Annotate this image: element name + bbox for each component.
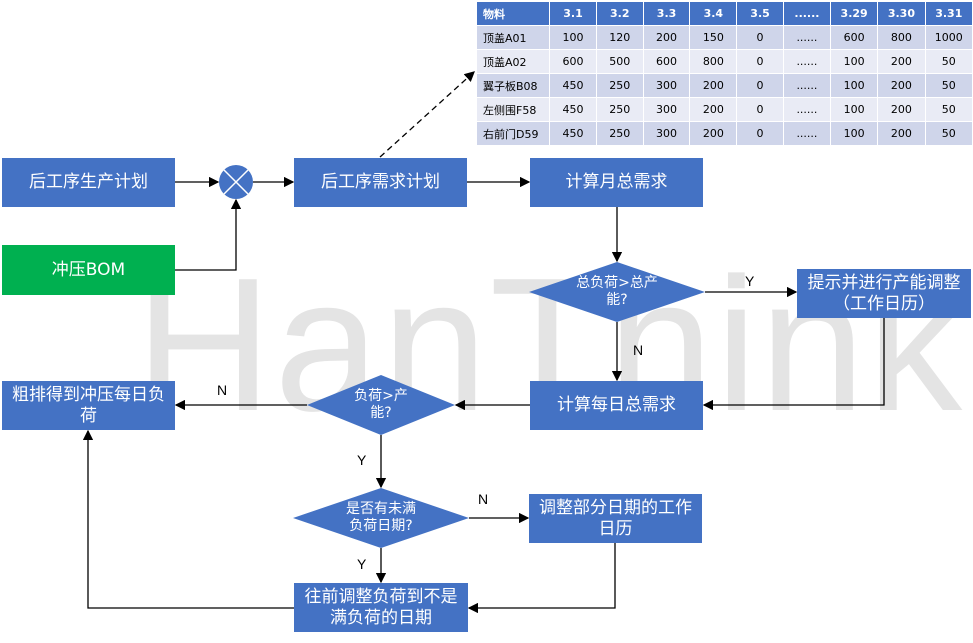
table-cell: 100 (829, 73, 879, 98)
table-cell: ...... (782, 25, 831, 50)
adjust-calendar-node: 调整部分日期的工作日历 (529, 494, 702, 543)
table-cell: 500 (595, 49, 644, 74)
table-cell: 200 (877, 49, 926, 74)
table-cell: 450 (549, 97, 597, 122)
table-cell: 200 (877, 97, 926, 122)
table-cell: 100 (829, 97, 879, 122)
table-cell: 顶盖A01 (475, 25, 551, 50)
table-cell: 50 (924, 121, 973, 146)
table-cell: 200 (877, 73, 926, 98)
downstream-demand-node: 后工序需求计划 (294, 158, 467, 207)
table-cell: ...... (782, 121, 831, 146)
table-cell: 250 (595, 121, 644, 146)
table-cell: 1000 (924, 25, 973, 50)
header-cell: 3.31 (924, 1, 973, 26)
rough-schedule-node: 粗排得到冲压每日负荷 (2, 381, 175, 430)
no-label: N (478, 491, 489, 507)
load-check-text: 负荷>产能? (354, 388, 408, 421)
table-cell: ...... (782, 73, 831, 98)
yes-label: Y (357, 556, 367, 572)
table-cell: 200 (877, 121, 926, 146)
capacity-adjust-node: 提示并进行产能调整（工作日历） (797, 269, 971, 318)
table-cell: 200 (642, 25, 691, 50)
header-cell: ...... (782, 1, 831, 26)
table-cell: 50 (924, 49, 973, 74)
table-cell: 450 (549, 73, 597, 98)
table-cell: 800 (877, 25, 926, 50)
table-cell: 翼子板B08 (475, 73, 551, 98)
table-cell: 300 (642, 121, 691, 146)
table-cell: 100 (549, 25, 597, 50)
table-cell: 50 (924, 73, 973, 98)
table-cell: ...... (782, 49, 831, 74)
table-cell: 100 (829, 49, 879, 74)
table-cell: 200 (689, 121, 738, 146)
table-cell: 左侧围F58 (475, 97, 551, 122)
downstream-plan-node: 后工序生产计划 (2, 158, 175, 207)
table-cell: 0 (736, 121, 784, 146)
header-cell: 3.29 (829, 1, 879, 26)
table-cell: 0 (736, 49, 784, 74)
header-cell: 3.4 (689, 1, 738, 26)
shift-load-node: 往前调整负荷到不是满负荷的日期 (294, 583, 468, 632)
decision-underload (293, 488, 469, 548)
header-cell: 3.5 (736, 1, 784, 26)
stamping-bom-node: 冲压BOM (2, 245, 175, 295)
no-label: N (217, 382, 228, 398)
table-cell: 150 (689, 25, 738, 50)
table-cell: 250 (595, 73, 644, 98)
table-cell: 800 (689, 49, 738, 74)
table-cell: 100 (829, 121, 879, 146)
table-cell: 顶盖A02 (475, 49, 551, 74)
table-cell: ...... (782, 97, 831, 122)
daily-demand-node: 计算每日总需求 (530, 381, 703, 430)
yes-label: Y (357, 452, 367, 468)
no-label: N (633, 342, 644, 358)
table-cell: 250 (595, 97, 644, 122)
header-cell: 3.1 (549, 1, 597, 26)
table-cell: 0 (736, 97, 784, 122)
table-cell: 600 (642, 49, 691, 74)
header-cell: 3.3 (642, 1, 691, 26)
table-cell: 300 (642, 73, 691, 98)
monthly-demand-node: 计算月总需求 (530, 158, 703, 207)
table-cell: 200 (689, 73, 738, 98)
header-cell: 3.30 (877, 1, 926, 26)
yes-label: Y (745, 273, 755, 289)
decision-total-load (529, 262, 705, 322)
underload-check-text: 是否有未满负荷日期? (346, 501, 416, 534)
header-cell: 物料 (475, 1, 551, 26)
table-cell: 0 (736, 73, 784, 98)
table-cell: 600 (829, 25, 879, 50)
table-cell: 450 (549, 121, 597, 146)
table-cell: 右前门D59 (475, 121, 551, 146)
table-cell: 200 (689, 97, 738, 122)
table-cell: 0 (736, 25, 784, 50)
table-cell: 300 (642, 97, 691, 122)
decision-load (307, 375, 455, 435)
total-load-check-text: 总负荷>总产能? (576, 275, 658, 308)
table-cell: 50 (924, 97, 973, 122)
table-cell: 600 (549, 49, 597, 74)
header-cell: 3.2 (595, 1, 644, 26)
table-cell: 120 (595, 25, 644, 50)
